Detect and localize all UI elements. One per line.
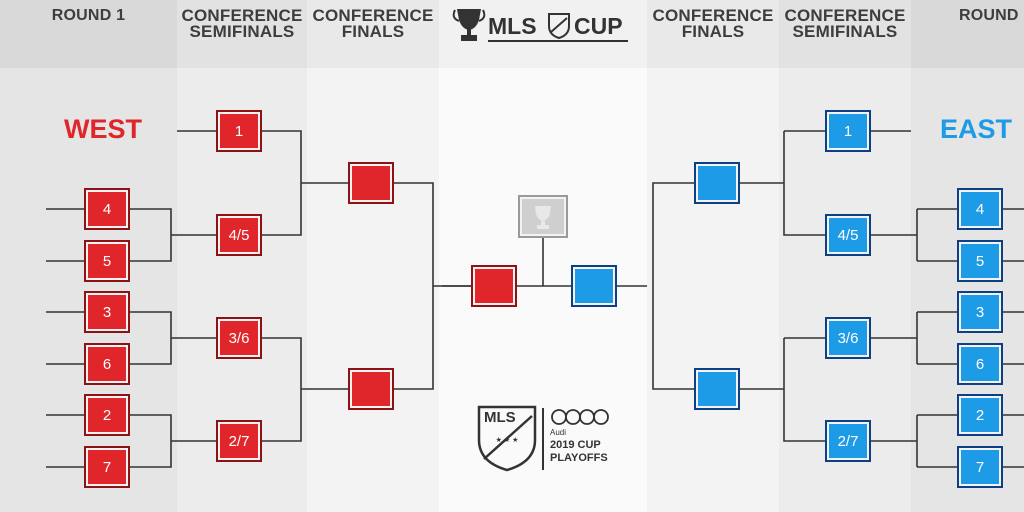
west-round1-seed: 2	[84, 394, 130, 436]
east-label: EAST	[940, 114, 1013, 144]
west-semis-seed: 4/5	[216, 214, 262, 256]
west-semis-seed: 2/7	[216, 420, 262, 462]
east-finals-slot	[694, 162, 740, 204]
east-semis-seed: 4/5	[825, 214, 871, 256]
year-cup-text: 2019 CUP	[550, 439, 601, 451]
east-semis-seed: 2/7	[825, 420, 871, 462]
svg-text:★ ★ ★: ★ ★ ★	[496, 436, 519, 444]
mls-shield-icon	[548, 13, 570, 40]
east-semis-seed: 3/6	[825, 317, 871, 359]
playoffs-text: PLAYOFFS	[550, 452, 608, 464]
champion-trophy-icon	[535, 205, 551, 229]
west-semis-seed: 1	[216, 110, 262, 152]
west-round1-seed: 5	[84, 240, 130, 282]
logo-mls-text: MLS	[488, 13, 537, 39]
west-finals-slot	[348, 162, 394, 204]
west-semis-seed: 3/6	[216, 317, 262, 359]
playoffs-logo: ★ ★ ★ MLS Audi 2019 CUP PLAYOFFS	[476, 404, 616, 476]
east-round1-seed: 7	[957, 446, 1003, 488]
header-round1-right: ROUND	[959, 7, 1019, 24]
logo-cup-text: CUP	[574, 13, 623, 39]
logo-underline	[488, 40, 628, 42]
east-round1-seed: 3	[957, 291, 1003, 333]
column-finals-right	[647, 0, 779, 512]
mls-shield-crest-icon: ★ ★ ★	[477, 405, 537, 472]
champion-trophy-box	[518, 195, 568, 238]
west-round1-seed: 3	[84, 291, 130, 333]
header-round1-left: ROUND 1	[51, 7, 126, 24]
cup-final-east-slot	[571, 265, 617, 307]
cup-final-west-slot	[471, 265, 517, 307]
west-finals-slot	[348, 368, 394, 410]
east-finals-slot	[694, 368, 740, 410]
sponsor-text: Audi	[550, 428, 567, 437]
east-round1-seed: 4	[957, 188, 1003, 230]
column-finals-left	[307, 0, 439, 512]
west-round1-seed: 7	[84, 446, 130, 488]
west-round1-seed: 4	[84, 188, 130, 230]
east-round1-seed: 6	[957, 343, 1003, 385]
trophy-icon	[452, 9, 486, 41]
audi-rings-icon	[551, 409, 609, 425]
crest-mls-text: MLS	[484, 409, 516, 426]
logo-divider	[542, 408, 544, 470]
west-round1-seed: 6	[84, 343, 130, 385]
west-label: WEST	[64, 114, 142, 144]
mls-cup-logo: MLS CUP	[452, 6, 632, 46]
east-semis-seed: 1	[825, 110, 871, 152]
east-round1-seed: 5	[957, 240, 1003, 282]
east-round1-seed: 2	[957, 394, 1003, 436]
